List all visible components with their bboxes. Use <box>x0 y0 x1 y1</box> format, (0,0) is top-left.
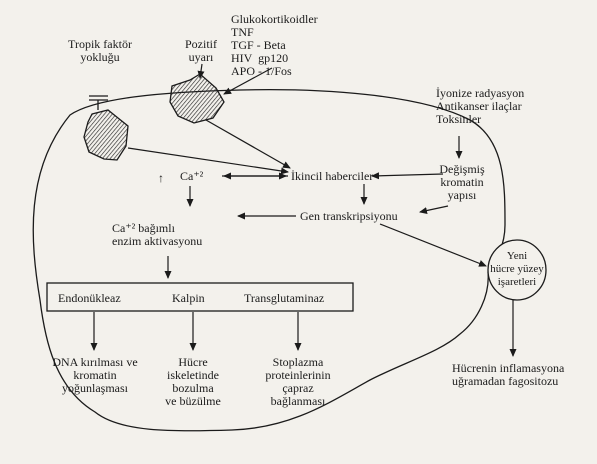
label-enzim: Ca⁺² bağımlı enzim aktivasyonu <box>112 222 202 248</box>
pozitif-receptor-shape <box>170 74 224 123</box>
ca-increase-arrow: ↑ <box>158 172 164 185</box>
label-ikincil: İkincil haberciler <box>291 170 373 183</box>
tropik-receptor-shape <box>84 110 128 160</box>
label-endonukleaz: Endonükleaz <box>58 292 121 305</box>
label-stimuli: Glukokortikoidler TNF TGF - Beta HIV gp1… <box>231 13 318 78</box>
label-gen: Gen transkripsiyonu <box>300 210 398 223</box>
arrow-degismis-to-gen <box>420 206 448 212</box>
receptor-symbol <box>89 96 108 110</box>
label-degismis: Değişmiş kromatin yapısı <box>432 163 492 202</box>
label-fagositoz: Hücrenin inflamasyona uğramadan fagosito… <box>452 362 564 388</box>
arrow-receptor-to-ikincil <box>206 120 290 168</box>
arrow-tropik-to-ikincil <box>128 148 288 172</box>
label-yeni: Yeni hücre yüzey işaretleri <box>482 250 552 289</box>
label-kalpin: Kalpin <box>172 292 205 305</box>
label-dna: DNA kırılması ve kromatin yoğunlaşması <box>40 356 150 395</box>
arrow-gen-to-yeni <box>380 224 486 266</box>
label-pozitif: Pozitif uyarı <box>171 38 231 64</box>
label-hucre: Hücre iskeletinde bozulma ve büzülme <box>153 356 233 408</box>
label-tropik: Tropik faktör yokluğu <box>60 38 140 64</box>
label-transglutaminaz: Transglutaminaz <box>244 292 324 305</box>
label-stoplazma: Stoplazma proteinlerinin çapraz bağlanma… <box>250 356 346 408</box>
label-ca: Ca⁺² <box>180 170 203 183</box>
label-radyasyon: İyonize radyasyon Antikanser ilaçlar Tok… <box>436 87 524 126</box>
